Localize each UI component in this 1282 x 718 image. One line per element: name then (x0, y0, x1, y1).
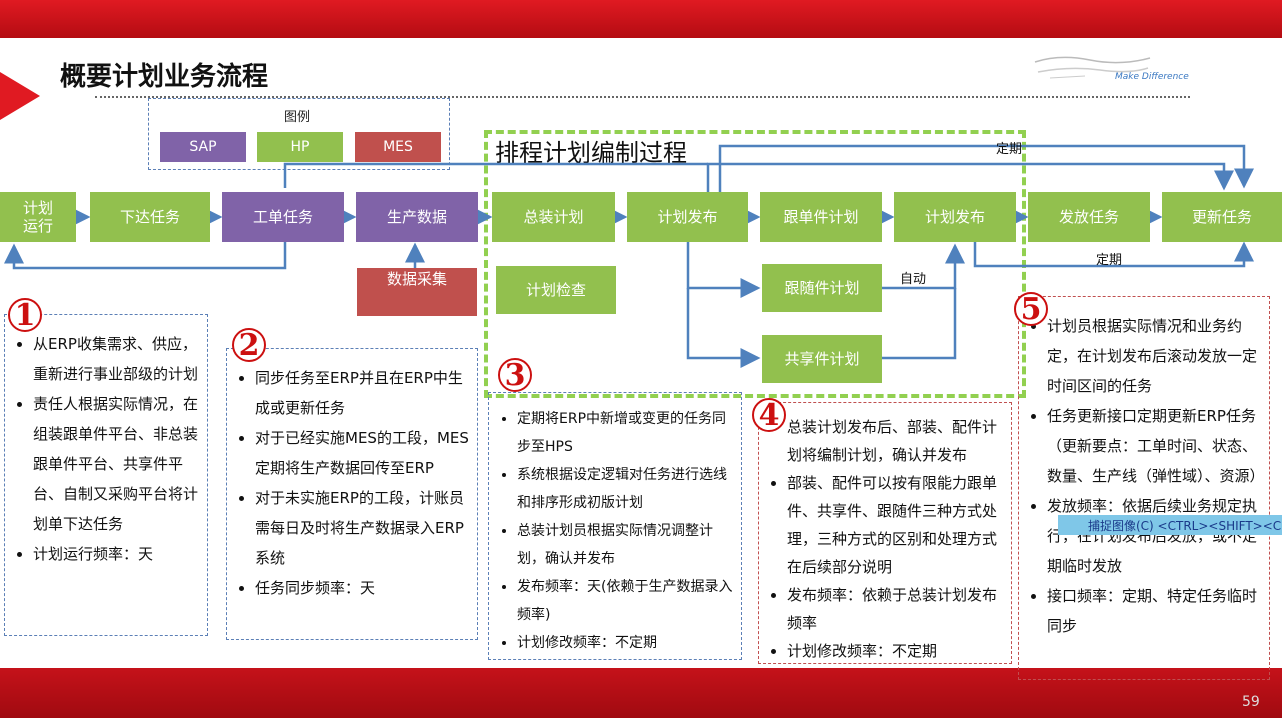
legend-mes: MES (355, 132, 441, 162)
node-update-task: 更新任务 (1162, 192, 1282, 242)
node-plan-publish-2: 计划发布 (894, 192, 1016, 242)
page-number: 59 (1242, 694, 1260, 710)
legend-title: 图例 (284, 110, 311, 125)
node-follow-unit-plan: 跟单件计划 (760, 192, 882, 242)
node-assembly-plan: 总装计划 (492, 192, 615, 242)
node-plan-check: 计划检查 (496, 266, 616, 314)
note-4: 总装计划发布后、部装、配件计划将编制计划，确认并发布 部装、配件可以按有限能力跟… (758, 402, 1012, 664)
node-issue-task: 下达任务 (90, 192, 210, 242)
note-2-item: 任务同步频率：天 (255, 573, 473, 603)
note-4-item: 发布频率：依赖于总装计划发布频率 (787, 581, 1007, 637)
scheduling-process-frame (484, 130, 1026, 398)
step-number-5: 5 (1014, 292, 1048, 327)
node-data-collection: 数据采集 (357, 268, 477, 316)
note-1-item: 从ERP收集需求、供应，重新进行事业部级的计划 (33, 329, 203, 389)
page-title: 概要计划业务流程 (60, 62, 269, 92)
top-banner (0, 0, 1282, 38)
step-number-2: 2 (232, 328, 266, 363)
capture-shortcut-toolbar[interactable]: 捕捉图像(C) <CTRL><SHIFT><C> (1058, 515, 1282, 535)
note-1: 从ERP收集需求、供应，重新进行事业部级的计划 责任人根据实际情况，在组装跟单件… (4, 314, 208, 636)
note-3-item: 系统根据设定逻辑对任务进行选线和排序形成初版计划 (517, 461, 737, 517)
title-divider (95, 96, 1190, 98)
bottom-banner (0, 668, 1282, 718)
company-logo (1034, 56, 1151, 79)
node-production-data: 生产数据 (356, 192, 478, 242)
note-3-item: 计划修改频率：不定期 (517, 629, 737, 657)
note-1-item: 责任人根据实际情况，在组装跟单件平台、非总装跟单件平台、共享件平台、自制又采购平… (33, 389, 203, 539)
note-5-item: 接口频率：定期、特定任务临时同步 (1047, 581, 1265, 641)
note-3-item: 定期将ERP中新增或变更的任务同步至HPS (517, 405, 737, 461)
note-2: 同步任务至ERP并且在ERP中生成或更新任务 对于已经实施MES的工段，MES定… (226, 348, 478, 640)
note-2-item: 对于已经实施MES的工段，MES定期将生产数据回传至ERP (255, 423, 473, 483)
note-4-item: 部装、配件可以按有限能力跟单件、共享件、跟随件三种方式处理，三种方式的区别和处理… (787, 469, 1007, 581)
step-number-4: 4 (752, 398, 786, 433)
legend-hp: HP (257, 132, 343, 162)
note-3-item: 总装计划员根据实际情况调整计划，确认并发布 (517, 517, 737, 573)
note-1-item: 计划运行频率：天 (33, 539, 203, 569)
step-number-1: 1 (8, 298, 42, 333)
note-5-item: 计划员根据实际情况和业务约定，在计划发布后滚动发放一定时间区间的任务 (1047, 311, 1265, 401)
note-3: 定期将ERP中新增或变更的任务同步至HPS 系统根据设定逻辑对任务进行选线和排序… (488, 392, 742, 660)
step-number-3: 3 (498, 358, 532, 393)
legend-sap: SAP (160, 132, 246, 162)
title-arrow-marker (0, 72, 40, 120)
node-plan-publish-1: 计划发布 (627, 192, 748, 242)
node-plan-run: 计划 运行 (0, 192, 76, 242)
edge-label-auto: 自动 (900, 272, 927, 287)
legend-frame (148, 98, 450, 170)
node-shared-part-plan: 共享件计划 (762, 335, 882, 383)
note-5-item: 发放频率：依据后续业务规定执行，在计划发布后发放，或不定期临时发放 (1047, 491, 1265, 581)
edge-label-periodic-top: 定期 (996, 142, 1023, 157)
note-5: 计划员根据实际情况和业务约定，在计划发布后滚动发放一定时间区间的任务 任务更新接… (1018, 296, 1270, 680)
edge-label-periodic-bottom: 定期 (1096, 253, 1123, 268)
node-work-order: 工单任务 (222, 192, 344, 242)
note-4-item: 计划修改频率：不定期 (787, 637, 1007, 665)
note-4-item: 总装计划发布后、部装、配件计划将编制计划，确认并发布 (787, 413, 1007, 469)
node-release-task: 发放任务 (1028, 192, 1150, 242)
node-follow-part-plan: 跟随件计划 (762, 264, 882, 312)
note-3-item: 发布频率：天(依赖于生产数据录入频率) (517, 573, 737, 629)
note-2-item: 对于未实施ERP的工段，计账员需每日及时将生产数据录入ERP系统 (255, 483, 473, 573)
note-5-item: 任务更新接口定期更新ERP任务（更新要点：工单时间、状态、数量、生产线（弹性域）… (1047, 401, 1265, 491)
scheduling-process-title: 排程计划编制过程 (495, 139, 687, 167)
note-2-item: 同步任务至ERP并且在ERP中生成或更新任务 (255, 363, 473, 423)
logo-tagline: Make Difference (1115, 72, 1189, 82)
